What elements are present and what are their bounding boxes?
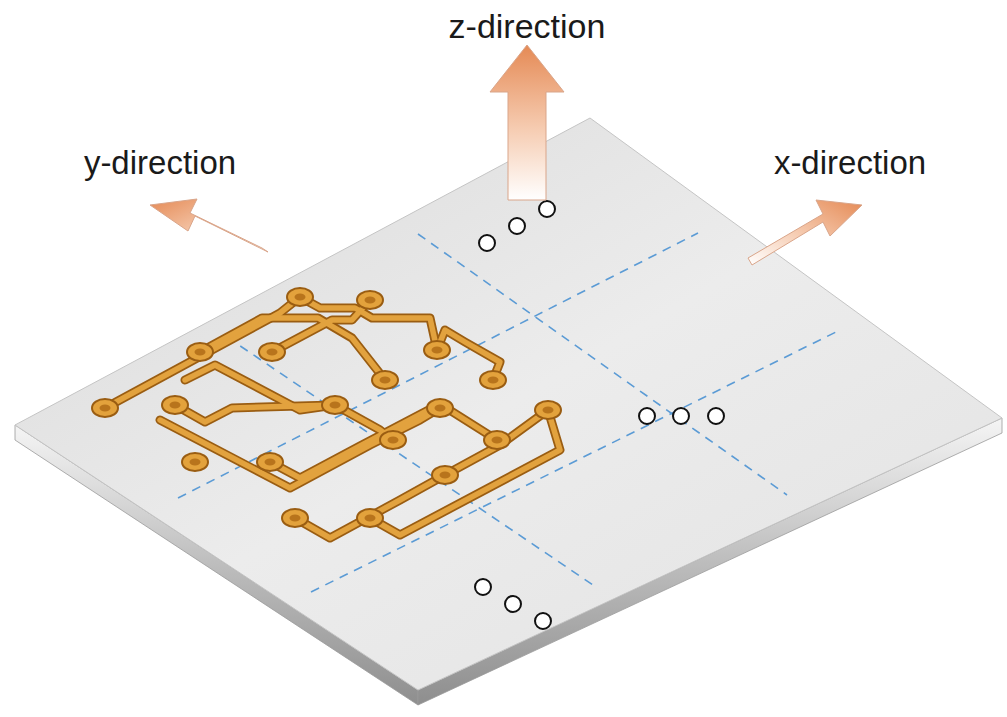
- direction-label: x-direction: [774, 145, 926, 181]
- x-arrow: [748, 200, 862, 265]
- circuit-pads: [92, 288, 561, 527]
- direction-label: z-direction: [449, 8, 606, 45]
- plate-top: [15, 118, 1002, 690]
- y-arrow: [150, 199, 268, 252]
- ellipsis-dots: [475, 201, 724, 629]
- direction-label: y-direction: [84, 145, 236, 181]
- z-arrow: [490, 45, 564, 200]
- grid-lines: [178, 233, 836, 592]
- circuit-traces: [105, 297, 560, 538]
